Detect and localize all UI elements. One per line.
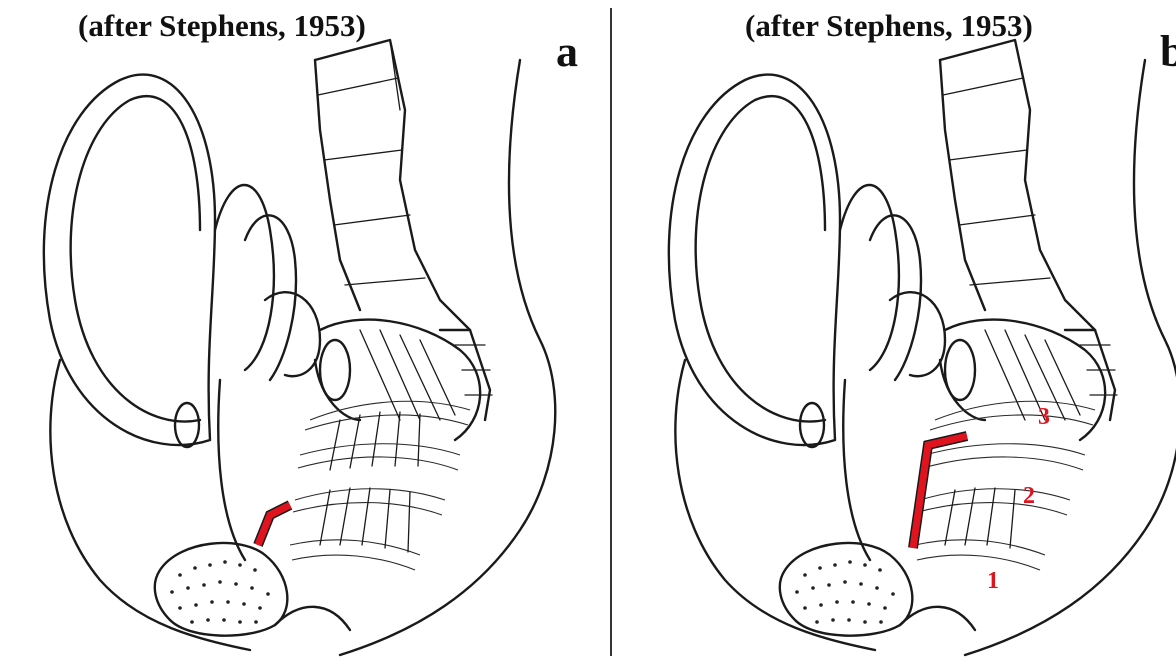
stippled-perineal-area [170, 560, 270, 624]
label-2: 2 [1023, 483, 1035, 509]
figure-panel-b: (after Stephens, 1953) b [625, 0, 1176, 660]
stippled-perineal-area [795, 560, 895, 624]
panel-divider [610, 8, 612, 656]
label-3: 3 [1038, 404, 1050, 430]
pelvis-illustration-a [0, 0, 588, 660]
label-1: 1 [987, 568, 999, 594]
figure-panel-a: (after Stephens, 1953) a [0, 0, 588, 660]
pelvis-line-art [44, 40, 555, 655]
red-marker-short [258, 505, 290, 545]
red-marker-long [913, 436, 967, 548]
pelvis-illustration-b: 1 2 3 [625, 0, 1176, 660]
pelvis-line-art [669, 40, 1176, 655]
